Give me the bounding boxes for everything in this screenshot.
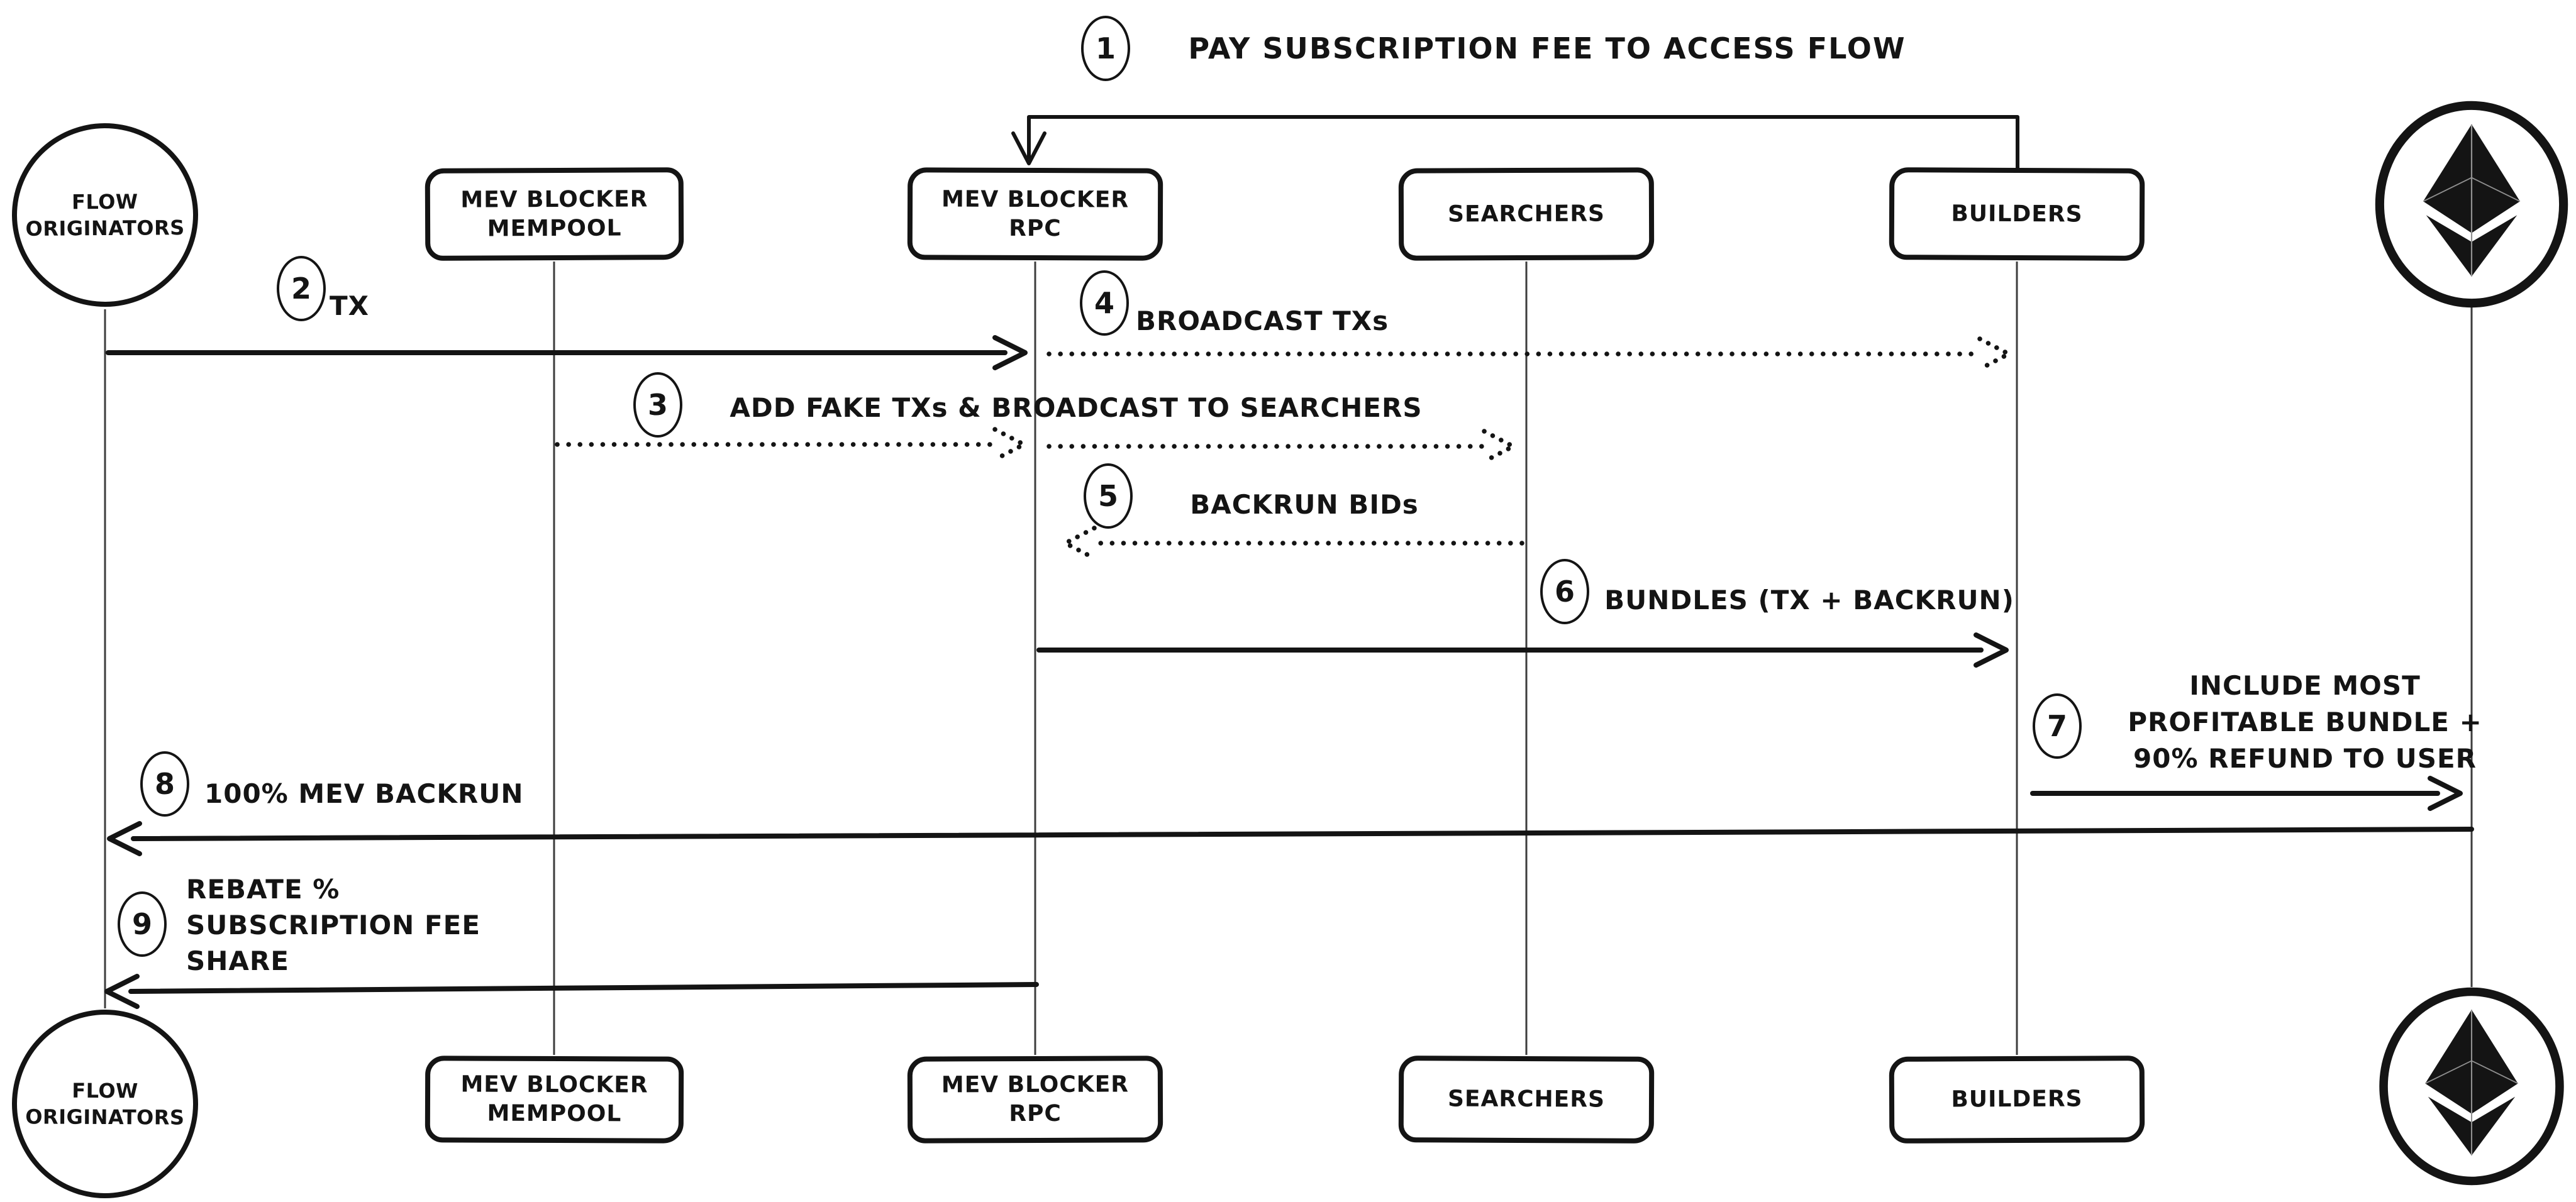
actor-label-line: RPC: [1009, 215, 1062, 241]
actor-mev-blocker-rpc-bottom: MEV BLOCKER RPC: [907, 1056, 1163, 1144]
actor-mev-blocker-mempool-bottom: MEV BLOCKER MEMPOOL: [425, 1056, 684, 1144]
actor-label-line: BUILDERS: [1951, 1086, 2083, 1113]
arrowhead-100-mev-backrun: [107, 821, 142, 856]
arrowhead-add-fake-txs: [992, 427, 1026, 462]
step-number: 8: [154, 767, 175, 801]
step-number: 7: [2046, 709, 2067, 743]
arrowhead-pay-subscription-fee: [1011, 131, 1046, 165]
arrowhead-broadcast-to-searchers: [1482, 429, 1516, 464]
actor-label-line: RPC: [1009, 1100, 1062, 1127]
arrowhead-backrun-bids: [1063, 526, 1097, 561]
arrowhead-rebate-share: [104, 974, 140, 1009]
actor-label-line: ORIGINATORS: [25, 1105, 185, 1130]
step-badge-4: 4: [1080, 270, 1129, 336]
step-badge-8: 8: [140, 751, 189, 817]
arrow-rebate-share: [128, 982, 1039, 994]
actor-label-line: FLOW: [72, 1078, 139, 1103]
step-number: 1: [1095, 31, 1116, 65]
step-badge-7: 7: [2033, 693, 2082, 759]
ethereum-icon: [2375, 101, 2568, 308]
actor-flow-originators-top: FLOW ORIGINATORS: [11, 122, 199, 308]
ethereum-icon: [2379, 987, 2564, 1186]
actor-label-line: MEV BLOCKER: [941, 185, 1130, 213]
step-badge-9: 9: [118, 891, 167, 957]
actor-label-line: FLOW: [71, 189, 138, 214]
actor-searchers-bottom: SEARCHERS: [1398, 1056, 1655, 1144]
step-badge-2: 2: [277, 256, 326, 321]
message-label-include-bundle: INCLUDE MOST PROFITABLE BUNDLE + 90% REF…: [2128, 670, 2482, 774]
actor-builders-top: BUILDERS: [1889, 167, 2145, 261]
diagram-title: PAY SUBSCRIPTION FEE TO ACCESS FLOW: [1188, 31, 1906, 65]
step-number: 2: [291, 272, 311, 306]
step-number: 5: [1097, 479, 1118, 513]
actor-builders-bottom: BUILDERS: [1889, 1056, 2145, 1144]
actor-label-line: BUILDERS: [1951, 201, 2083, 227]
message-label-100-mev-backrun: 100% MEV BACKRUN: [204, 778, 524, 809]
message-label-tx: TX: [330, 290, 370, 321]
step-number: 6: [1554, 575, 1575, 609]
arrowhead-tx: [992, 335, 1028, 370]
actor-label-line: MEV BLOCKER: [460, 1071, 648, 1098]
actor-label-line: SEARCHERS: [1447, 1086, 1606, 1113]
actor-mev-blocker-mempool-top: MEV BLOCKER MEMPOOL: [425, 167, 684, 261]
step-number: 9: [131, 907, 152, 941]
step-badge-6: 6: [1540, 559, 1589, 624]
step-badge-5: 5: [1084, 463, 1133, 529]
message-label-backrun-bids: BACKRUN BIDs: [1190, 489, 1419, 520]
actor-label-line: MEMPOOL: [487, 1100, 622, 1127]
actor-label-line: MEMPOOL: [487, 215, 622, 241]
arrowhead-include-bundle: [2428, 776, 2463, 811]
step-badge-1: 1: [1081, 16, 1130, 81]
arrowhead-broadcast-txs: [1977, 336, 2011, 372]
actor-flow-originators-bottom: FLOW ORIGINATORS: [11, 1009, 199, 1199]
actor-mev-blocker-rpc-top: MEV BLOCKER RPC: [907, 167, 1163, 261]
step-number: 3: [647, 388, 668, 422]
arrow-100-mev-backrun: [131, 827, 2474, 841]
actor-label-line: SEARCHERS: [1447, 201, 1606, 227]
actor-label-line: MEV BLOCKER: [941, 1071, 1130, 1098]
actor-ethereum-top: [2371, 101, 2572, 308]
message-label-broadcast-txs: BROADCAST TXs: [1136, 306, 1389, 336]
actor-ethereum-bottom: [2373, 987, 2570, 1186]
message-label-bundles: BUNDLES (TX + BACKRUN): [1604, 585, 2014, 615]
message-label-rebate-share: REBATE % SUBSCRIPTION FEE SHARE: [186, 874, 481, 976]
arrow-pay-subscription-fee: [1027, 115, 2019, 170]
actor-searchers-top: SEARCHERS: [1398, 167, 1655, 261]
step-badge-3: 3: [633, 372, 682, 438]
step-number: 4: [1094, 286, 1114, 320]
arrowhead-bundles: [1974, 632, 2009, 668]
actor-label-line: ORIGINATORS: [25, 216, 185, 241]
message-label-add-fake-txs: ADD FAKE TXs & BROADCAST TO SEARCHERS: [730, 392, 1423, 423]
actor-label-line: MEV BLOCKER: [460, 185, 648, 213]
